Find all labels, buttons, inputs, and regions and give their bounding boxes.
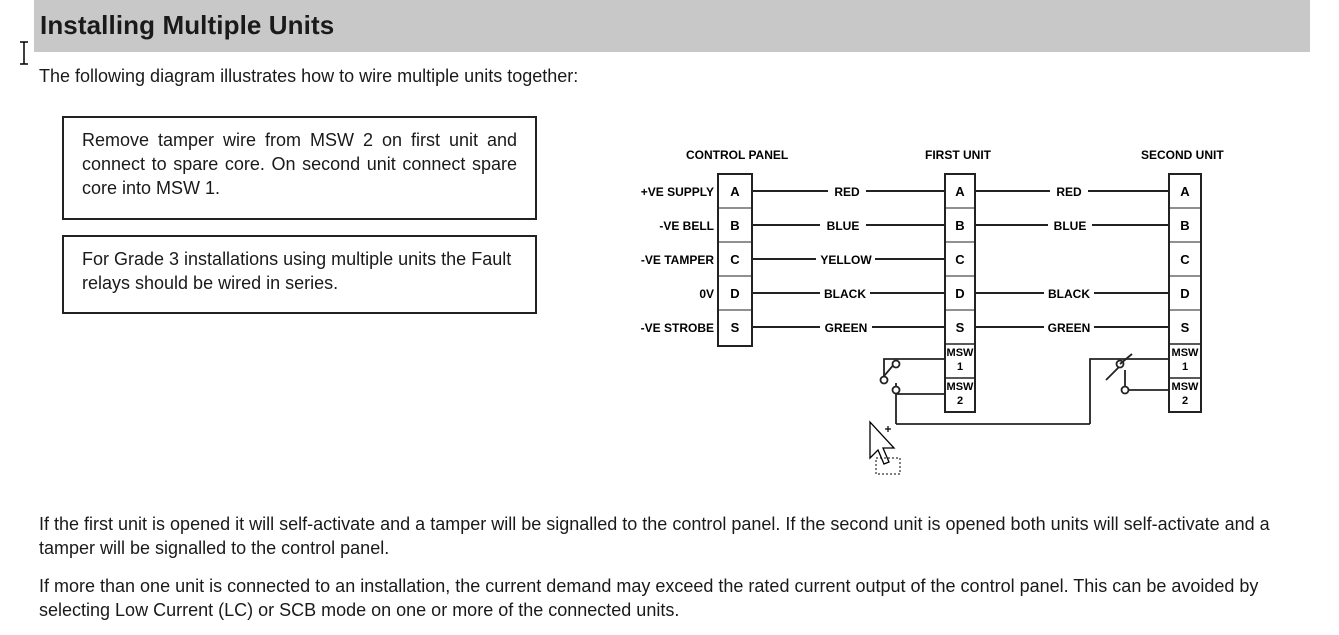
second-terminal-d: D [1180,286,1189,301]
second-msw2-number: 2 [1182,395,1188,407]
wire-label-black-2: BLACK [1048,287,1090,301]
first-terminal-d: D [955,286,964,301]
first-terminal-s: S [956,320,965,335]
wire-label-blue-1: BLUE [827,219,860,233]
second-msw2-label: MSW [1172,381,1200,393]
wire-label-green-1: GREEN [825,321,868,335]
second-msw1-number: 1 [1182,361,1188,373]
mouse-pointer-icon [869,420,901,475]
second-terminal-c: C [1180,252,1190,267]
wire-label-green-2: GREEN [1048,321,1091,335]
section-heading-bar: Installing Multiple Units [34,0,1310,52]
row-label-bell: -VE BELL [659,219,714,233]
row-label-strobe: -VE STROBE [641,321,714,335]
cp-terminal-s: S [731,320,740,335]
second-terminal-s: S [1181,320,1190,335]
first-msw1-number: 1 [957,361,963,373]
paragraph-self-activate: If the first unit is opened it will self… [39,514,1270,558]
wire-label-blue-2: BLUE [1054,219,1087,233]
second-terminal-b: B [1180,218,1189,233]
row-label-0v: 0V [699,287,714,301]
row-label-tamper: -VE TAMPER [641,253,714,267]
wire-label-red-1: RED [834,185,860,199]
wire-label-yellow-1: YELLOW [820,253,872,267]
header-second-unit: SECOND UNIT [1141,148,1224,162]
wire-label-red-2: RED [1056,185,1082,199]
cp-terminal-c: C [730,252,740,267]
row-label-supply: +VE SUPPLY [641,185,714,199]
first-msw1-label: MSW [947,347,975,359]
second-msw1-label: MSW [1172,347,1200,359]
wiring-diagram: CONTROL PANEL FIRST UNIT SECOND UNIT +VE… [641,148,1224,425]
first-terminal-b: B [955,218,964,233]
paragraph-current-demand: If more than one unit is connected to an… [39,576,1259,620]
tamper-switch-wiring [879,353,1169,425]
wire-label-black-1: BLACK [824,287,866,301]
first-terminal-c: C [955,252,965,267]
page-title: Installing Multiple Units [40,10,335,40]
first-msw2-label: MSW [947,381,975,393]
first-msw2-number: 2 [957,395,963,407]
header-control-panel: CONTROL PANEL [686,148,788,162]
first-terminal-a: A [955,184,965,199]
grade3-note: For Grade 3 installations using multiple… [62,235,537,314]
header-first-unit: FIRST UNIT [925,148,992,162]
cp-terminal-a: A [730,184,740,199]
second-terminal-a: A [1180,184,1190,199]
cp-terminal-d: D [730,286,739,301]
cp-terminal-b: B [730,218,739,233]
tamper-wire-note: Remove tamper wire from MSW 2 on first u… [62,116,537,220]
text-cursor-icon [20,41,28,65]
intro-text: The following diagram illustrates how to… [39,66,579,86]
